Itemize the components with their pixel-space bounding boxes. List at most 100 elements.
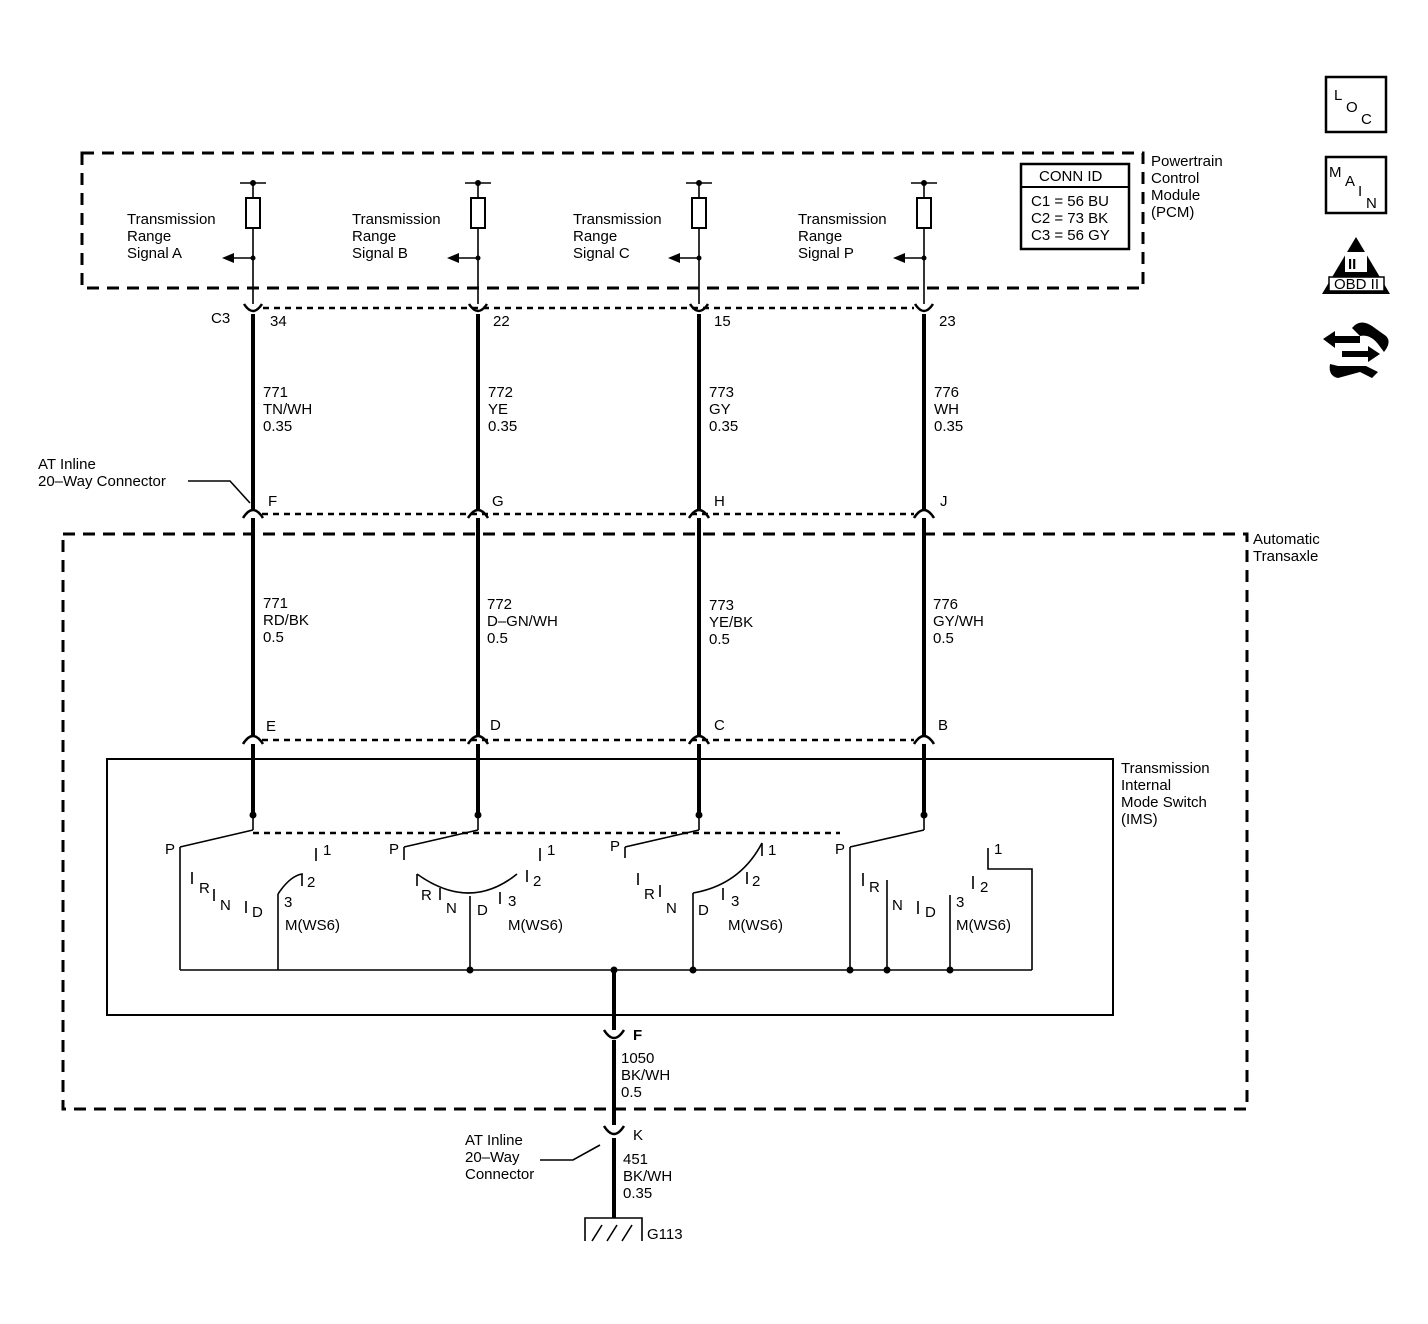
svg-text:GY: GY xyxy=(709,401,731,418)
svg-text:N: N xyxy=(1366,195,1377,212)
pin-15: 15 xyxy=(714,313,731,330)
svg-text:M: M xyxy=(1329,164,1342,181)
svg-text:0.35: 0.35 xyxy=(934,418,963,435)
svg-text:OBD II: OBD II xyxy=(1334,276,1379,293)
svg-text:BK/WH: BK/WH xyxy=(623,1168,672,1185)
svg-text:TN/WH: TN/WH xyxy=(263,401,312,418)
lower-wire-labels: 771 RD/BK 0.5 772 D–GN/WH 0.5 773 YE/BK … xyxy=(263,595,984,648)
ims-label-3: Mode Switch xyxy=(1121,794,1207,811)
connector-c3-label: C3 xyxy=(211,310,230,327)
svg-text:A: A xyxy=(1345,173,1355,190)
ims-boundary xyxy=(106,758,1114,1016)
ims-switch-c: P R N D 3 2 1 M(WS6) xyxy=(610,829,783,970)
transaxle-boundary xyxy=(61,532,1249,1111)
svg-text:M(WS6): M(WS6) xyxy=(285,917,340,934)
pcm-label-4: (PCM) xyxy=(1151,204,1194,221)
component-wrench-icon[interactable] xyxy=(1323,322,1389,378)
svg-text:AT Inline: AT Inline xyxy=(38,456,96,473)
pin-f-bottom: F xyxy=(633,1027,642,1044)
svg-text:772: 772 xyxy=(487,596,512,613)
conn-id-row-2: C2 = 73 BK xyxy=(1031,210,1108,227)
inline-connector-top: AT Inline 20–Way Connector F G H J xyxy=(38,456,948,519)
pcm-label-2: Control xyxy=(1151,170,1199,187)
svg-text:YE: YE xyxy=(488,401,508,418)
svg-text:772: 772 xyxy=(488,384,513,401)
svg-text:Signal C: Signal C xyxy=(573,245,630,262)
conn-id-table: CONN ID C1 = 56 BU C2 = 73 BK C3 = 56 GY xyxy=(1019,162,1131,251)
obd-ii-icon[interactable]: II OBD II xyxy=(1322,237,1390,294)
loc-icon[interactable]: L O C xyxy=(1324,75,1388,134)
svg-text:0.35: 0.35 xyxy=(623,1185,652,1202)
main-icon[interactable]: M A I N xyxy=(1324,155,1388,215)
svg-text:Signal B: Signal B xyxy=(352,245,408,262)
pin-f-top: F xyxy=(268,493,277,510)
svg-text:Range: Range xyxy=(798,228,842,245)
svg-text:N: N xyxy=(446,900,457,917)
svg-text:C: C xyxy=(1361,111,1372,128)
pcm-connector-c3: C3 34 22 15 23 xyxy=(211,290,956,330)
svg-text:2: 2 xyxy=(307,874,315,891)
ims-connector: E D C B xyxy=(241,717,948,745)
svg-text:GY/WH: GY/WH xyxy=(933,613,984,630)
svg-text:O: O xyxy=(1346,99,1358,116)
svg-text:1: 1 xyxy=(768,842,776,859)
svg-text:2: 2 xyxy=(533,873,541,890)
lower-wire-runs xyxy=(251,518,926,736)
ground-label: G113 xyxy=(647,1226,683,1243)
conn-id-title: CONN ID xyxy=(1039,168,1103,185)
svg-text:3: 3 xyxy=(508,893,516,910)
svg-text:776: 776 xyxy=(933,596,958,613)
svg-text:M(WS6): M(WS6) xyxy=(728,917,783,934)
svg-text:0.35: 0.35 xyxy=(263,418,292,435)
svg-text:P: P xyxy=(389,841,399,858)
ims-switch-b: P R N D 3 2 1 M(WS6) xyxy=(389,829,563,970)
svg-text:771: 771 xyxy=(263,595,288,612)
svg-text:R: R xyxy=(644,886,655,903)
upper-wire-runs xyxy=(251,314,926,510)
ims-feed-wires xyxy=(249,744,928,835)
svg-text:II: II xyxy=(1348,256,1356,273)
svg-text:P: P xyxy=(835,841,845,858)
svg-text:AT Inline: AT Inline xyxy=(465,1132,523,1149)
svg-text:N: N xyxy=(666,900,677,917)
ims-label-4: (IMS) xyxy=(1121,811,1158,828)
svg-text:Transmission: Transmission xyxy=(573,211,662,228)
svg-text:D: D xyxy=(252,904,263,921)
pcm-boundary xyxy=(80,151,1145,290)
svg-text:Transmission: Transmission xyxy=(127,211,216,228)
svg-text:0.5: 0.5 xyxy=(263,629,284,646)
svg-text:773: 773 xyxy=(709,597,734,614)
svg-text:M(WS6): M(WS6) xyxy=(956,917,1011,934)
svg-text:D: D xyxy=(925,904,936,921)
svg-text:3: 3 xyxy=(956,894,964,911)
transaxle-label-2: Transaxle xyxy=(1253,548,1318,565)
svg-text:2: 2 xyxy=(980,879,988,896)
inline-connector-bottom: K AT Inline 20–Way Connector xyxy=(465,1125,643,1183)
svg-text:Range: Range xyxy=(127,228,171,245)
ground-wire-1050: F 1050 BK/WH 0.5 xyxy=(602,1027,670,1125)
svg-text:R: R xyxy=(421,887,432,904)
ims-label-2: Internal xyxy=(1121,777,1171,794)
pin-22: 22 xyxy=(493,313,510,330)
ground-g113: G113 xyxy=(584,1217,683,1243)
pin-34: 34 xyxy=(270,313,287,330)
svg-text:Range: Range xyxy=(352,228,396,245)
svg-text:451: 451 xyxy=(623,1151,648,1168)
svg-text:0.5: 0.5 xyxy=(709,631,730,648)
svg-text:0.35: 0.35 xyxy=(709,418,738,435)
pin-h: H xyxy=(714,493,725,510)
svg-text:1: 1 xyxy=(994,841,1002,858)
svg-text:RD/BK: RD/BK xyxy=(263,612,309,629)
svg-text:1: 1 xyxy=(323,842,331,859)
pin-b: B xyxy=(938,717,948,734)
svg-text:D–GN/WH: D–GN/WH xyxy=(487,613,558,630)
pcm-label-3: Module xyxy=(1151,187,1200,204)
pin-d: D xyxy=(490,717,501,734)
svg-text:0.5: 0.5 xyxy=(933,630,954,647)
svg-text:1: 1 xyxy=(547,842,555,859)
pcm-signal-c: Transmission Range Signal C xyxy=(573,180,712,290)
svg-text:L: L xyxy=(1334,87,1342,104)
svg-text:I: I xyxy=(1358,183,1362,200)
svg-text:N: N xyxy=(892,897,903,914)
